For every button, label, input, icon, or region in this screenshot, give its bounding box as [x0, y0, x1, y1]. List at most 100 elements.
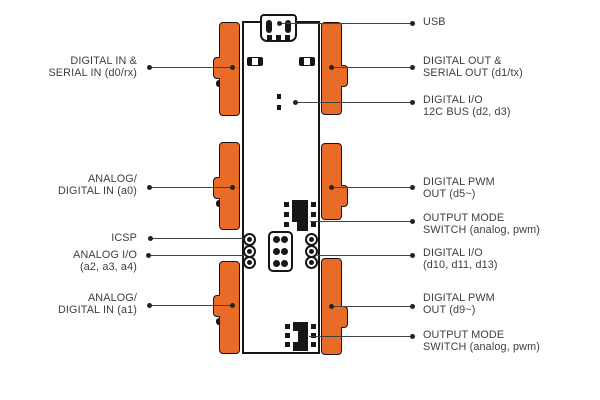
callout-dot	[328, 184, 334, 190]
callout-dot	[328, 303, 334, 309]
label-line: SWITCH (analog, pwm)	[423, 341, 540, 354]
callout-line-usb	[279, 22, 412, 24]
callout-line-switch-top	[310, 220, 412, 222]
label-line: DIGITAL IN (a1)	[57, 304, 137, 317]
label-output-mode-switch-bottom: OUTPUT MODE SWITCH (analog, pwm)	[423, 329, 540, 354]
callout-line-a0	[149, 186, 232, 188]
label-line: OUT (d5~)	[423, 188, 476, 201]
callout-dot	[409, 218, 415, 224]
switch-pad-icon	[311, 342, 316, 347]
label-line: OUTPUT MODE	[423, 329, 505, 341]
icsp-header	[268, 231, 293, 272]
callout-dot	[409, 184, 415, 190]
label-line: ANALOG/	[87, 173, 137, 185]
switch-pad-icon	[285, 333, 290, 338]
label-line: ICSP	[111, 232, 137, 244]
callout-line-a1	[149, 304, 232, 306]
callout-dot	[328, 64, 334, 70]
label-digital-out-serial-out: DIGITAL OUT & SERIAL OUT (d1/tx)	[423, 55, 523, 80]
callout-dot	[409, 20, 415, 26]
callout-dot	[276, 20, 282, 26]
label-icsp: ICSP	[111, 232, 137, 244]
label-analog-io: ANALOG I/O (a2, a3, a4)	[73, 249, 137, 274]
label-analog-digital-in-a1: ANALOG/ DIGITAL IN (a1)	[58, 292, 137, 317]
pin-icon	[281, 236, 289, 244]
label-digital-in-serial-in: DIGITAL IN & SERIAL IN (d0/rx)	[48, 55, 137, 80]
label-usb: USB	[423, 16, 446, 28]
i2c-pad-icon	[277, 94, 281, 99]
connector-tab-icon	[213, 57, 220, 79]
label-output-mode-switch-top: OUTPUT MODE SWITCH (analog, pwm)	[423, 212, 540, 237]
usb-solder-pad-icon	[267, 35, 272, 40]
callout-line-d9	[331, 305, 412, 307]
callout-line-d5	[331, 186, 412, 188]
callout-dot	[292, 99, 298, 105]
connector-tab-icon	[341, 185, 348, 207]
switch-pad-icon	[311, 212, 316, 217]
switch-pad-icon	[285, 324, 290, 329]
analog-io-pin-header	[243, 233, 256, 269]
callout-dot	[409, 303, 415, 309]
switch-pad-icon	[284, 202, 289, 207]
connector-tab-icon	[213, 177, 220, 199]
bitsnap-connector-left-a1	[213, 261, 240, 354]
callout-dot	[229, 184, 235, 190]
pin-icon	[281, 247, 289, 255]
pin-icon	[272, 247, 280, 255]
label-line: USB	[423, 16, 446, 28]
callout-line-d10	[317, 254, 412, 256]
label-digital-io-i2c-bus: DIGITAL I/O 12C BUS (d2, d3)	[423, 94, 511, 119]
pin-icon	[281, 259, 289, 267]
bitsnap-connector-right-d5	[321, 143, 348, 220]
label-digital-io-d10-d11-d13: DIGITAL I/O (d10, d11, d13)	[423, 247, 498, 272]
label-line: ANALOG I/O	[73, 249, 137, 261]
pin-socket-icon	[305, 256, 318, 269]
switch-pad-icon	[285, 342, 290, 347]
usb-solder-pad-icon	[276, 35, 281, 40]
callout-dot	[146, 184, 152, 190]
label-line: OUTPUT MODE	[423, 212, 505, 224]
pin-socket-icon	[243, 256, 256, 269]
switch-slider-icon	[293, 331, 298, 342]
digital-io-pin-header	[305, 233, 318, 269]
label-line: DIGITAL I/O	[423, 247, 483, 259]
label-line: ANALOG/	[87, 292, 137, 304]
resistor-icon	[299, 57, 315, 66]
callout-dot	[146, 302, 152, 308]
switch-pad-icon	[311, 222, 316, 227]
label-line: DIGITAL IN &	[70, 55, 137, 67]
i2c-pad-icon	[277, 105, 281, 110]
callout-dot	[229, 302, 235, 308]
usb-contact-icon	[266, 20, 272, 33]
callout-dot	[145, 252, 151, 258]
callout-line-icsp	[150, 237, 244, 239]
callout-dot	[409, 64, 415, 70]
label-line: DIGITAL PWM	[423, 292, 495, 304]
callout-line-switch-bottom	[309, 335, 412, 337]
label-line: SWITCH (analog, pwm)	[423, 224, 540, 237]
connector-tab-icon	[341, 65, 348, 87]
label-line: DIGITAL I/O	[423, 94, 483, 106]
magnet-bump-icon	[216, 80, 220, 87]
label-line: SERIAL OUT (d1/tx)	[423, 67, 523, 80]
label-line: DIGITAL IN (a0)	[57, 185, 137, 198]
callout-dot	[229, 64, 235, 70]
label-digital-pwm-out-d9: DIGITAL PWM OUT (d9~)	[423, 292, 495, 317]
switch-pad-icon	[284, 222, 289, 227]
switch-pad-icon	[284, 212, 289, 217]
pin-icon	[272, 236, 280, 244]
pin-icon	[272, 259, 280, 267]
label-analog-digital-in-a0: ANALOG/ DIGITAL IN (a0)	[58, 173, 137, 198]
resistor-icon	[247, 57, 263, 66]
callout-dot	[147, 235, 153, 241]
label-digital-pwm-out-d5: DIGITAL PWM OUT (d5~)	[423, 176, 495, 201]
output-mode-switch-bottom	[285, 322, 316, 351]
label-line: DIGITAL OUT &	[423, 55, 502, 67]
callout-dot	[409, 99, 415, 105]
usb-connector-icon	[260, 14, 297, 42]
label-line: (a2, a3, a4)	[79, 261, 137, 274]
label-line: OUT (d9~)	[423, 304, 476, 317]
magnet-bump-icon	[216, 200, 220, 207]
label-line: DIGITAL PWM	[423, 176, 495, 188]
